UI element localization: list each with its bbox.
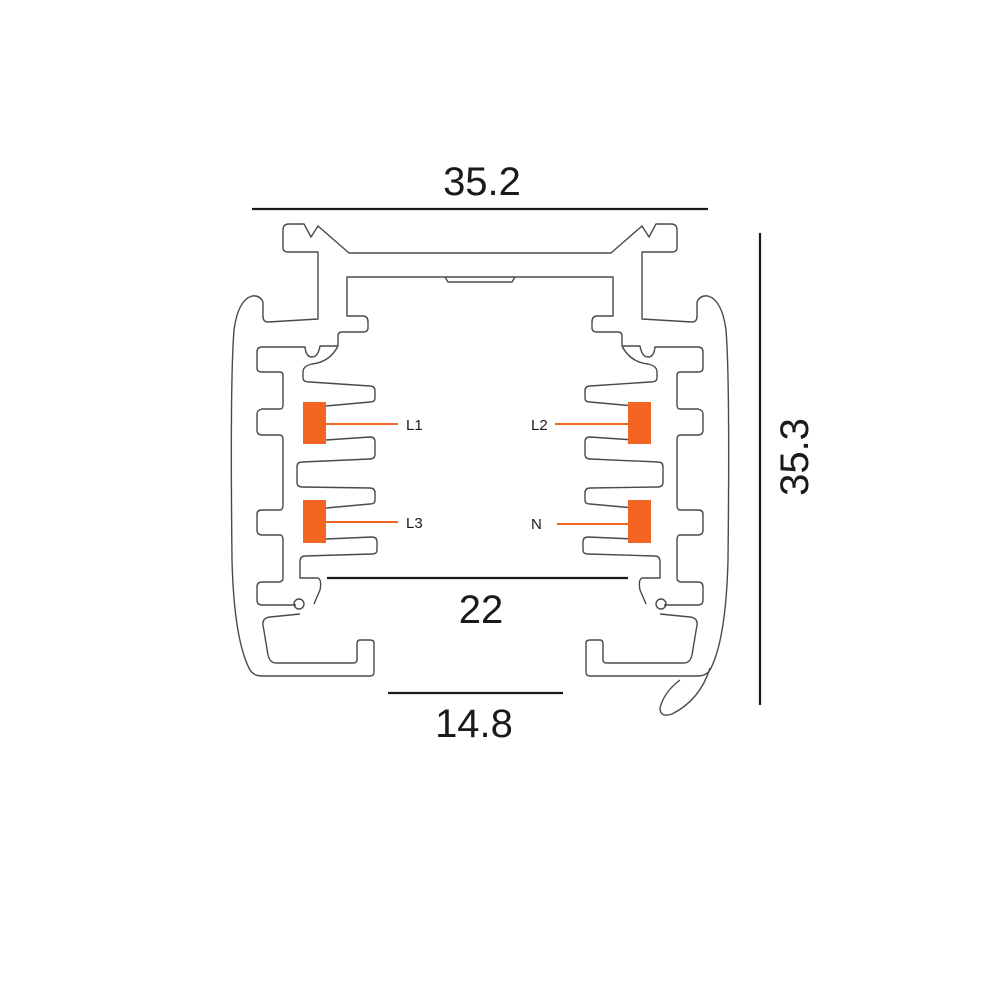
dimension-width: 35.2 (443, 160, 521, 204)
contact-l1 (303, 402, 326, 444)
dimension-height: 35.3 (773, 418, 817, 496)
label-l2: L2 (531, 417, 548, 434)
contact-l3 (303, 500, 326, 543)
profile-bottom-tail (659, 667, 711, 716)
dimension-opening: 14.8 (435, 702, 513, 746)
contact-n (628, 500, 651, 543)
label-l3: L3 (406, 515, 423, 532)
dimension-inner: 22 (459, 588, 504, 632)
label-n: N (531, 516, 542, 533)
label-l1: L1 (406, 417, 423, 434)
contact-l2 (628, 402, 651, 444)
